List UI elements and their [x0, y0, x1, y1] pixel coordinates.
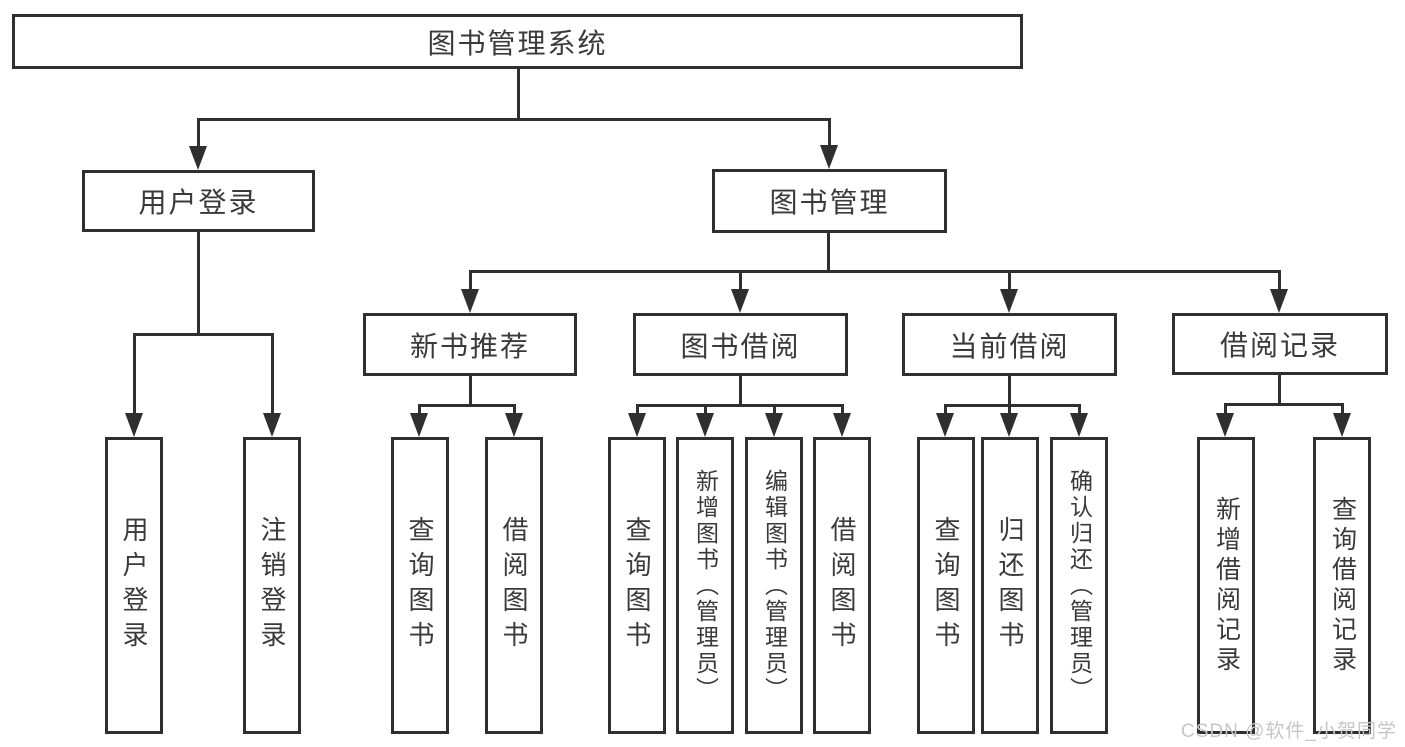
connector-current-borrow-branch — [944, 404, 1081, 407]
arrow-down-icon — [696, 413, 714, 437]
arrow-down-icon — [1333, 413, 1351, 437]
arrow-down-icon — [936, 413, 954, 437]
leaf-edit-book: 编辑图书（管理员） — [745, 437, 803, 734]
leaf-user-login-label: 用户登录 — [119, 515, 149, 656]
leaf-borrow-book-2: 借阅图书 — [813, 437, 871, 734]
leaf-confirm-return: 确认归还（管理员） — [1050, 437, 1108, 734]
node-book-mgmt: 图书管理 — [712, 169, 947, 233]
connector-book-mgmt-shaft-4 — [1278, 270, 1281, 292]
leaf-query-book-1: 查询图书 — [391, 437, 449, 734]
leaf-borrow-book-2-label: 借阅图书 — [827, 515, 857, 656]
node-root: 图书管理系统 — [12, 14, 1023, 69]
connector-new-book-rec-shaft-1 — [418, 404, 421, 416]
connector-borrow-records-branch — [1224, 403, 1344, 406]
connector-root-branch — [197, 118, 831, 121]
connector-new-book-rec-branch — [418, 404, 516, 407]
leaf-add-borrow-record: 新增借阅记录 — [1197, 437, 1255, 734]
arrow-down-icon — [833, 413, 851, 437]
arrow-down-icon — [125, 413, 143, 437]
node-user-login: 用户登录 — [82, 170, 315, 232]
arrow-down-icon — [505, 413, 523, 437]
connector-book-borrow-stem — [739, 376, 742, 407]
leaf-add-book-label: 新增图书（管理员） — [692, 468, 719, 703]
connector-user-login-stem — [197, 232, 200, 335]
connector-book-borrow-shaft-1 — [636, 404, 639, 416]
connector-root-right-shaft — [828, 118, 831, 148]
connector-new-book-rec-shaft-2 — [513, 404, 516, 416]
connector-book-mgmt-stem — [827, 233, 830, 273]
arrow-down-icon — [1000, 289, 1018, 313]
leaf-borrow-book-1-label: 借阅图书 — [499, 515, 529, 656]
node-user-login-label: 用户登录 — [138, 187, 259, 218]
node-root-label: 图书管理系统 — [427, 27, 608, 59]
leaf-return-book-label: 归还图书 — [995, 515, 1025, 656]
leaf-query-book-3-label: 查询图书 — [931, 515, 961, 656]
leaf-return-book: 归还图书 — [981, 437, 1039, 734]
arrow-down-icon — [263, 413, 281, 437]
connector-root-stem — [517, 69, 520, 120]
leaf-edit-book-label: 编辑图书（管理员） — [761, 468, 788, 703]
arrow-down-icon — [628, 413, 646, 437]
leaf-query-book-2-label: 查询图书 — [622, 515, 652, 656]
node-new-book-rec-label: 新书推荐 — [409, 330, 530, 362]
connector-current-borrow-shaft-3 — [1078, 404, 1081, 416]
connector-root-left-shaft — [197, 118, 200, 148]
connector-user-login-shaft-1 — [133, 333, 136, 415]
leaf-query-borrow-record-label: 查询借阅记录 — [1328, 495, 1357, 676]
leaf-borrow-book-1: 借阅图书 — [485, 437, 543, 734]
leaf-query-book-3: 查询图书 — [917, 437, 975, 734]
node-book-borrow: 图书借阅 — [633, 313, 848, 376]
connector-book-mgmt-shaft-3 — [1008, 270, 1011, 292]
connector-current-borrow-shaft-1 — [944, 404, 947, 416]
connector-book-borrow-shaft-2 — [704, 404, 707, 416]
node-borrow-records-label: 借阅记录 — [1219, 330, 1340, 361]
connector-current-borrow-stem — [1008, 376, 1011, 407]
leaf-add-book: 新增图书（管理员） — [676, 437, 734, 734]
leaf-user-login: 用户登录 — [105, 437, 163, 734]
leaf-add-borrow-record-label: 新增借阅记录 — [1212, 495, 1241, 676]
connector-book-borrow-shaft-3 — [773, 404, 776, 416]
arrow-down-icon — [1000, 413, 1018, 437]
leaf-logout-label: 注销登录 — [257, 515, 287, 656]
leaf-query-book-2: 查询图书 — [608, 437, 666, 734]
leaf-query-borrow-record: 查询借阅记录 — [1313, 437, 1371, 734]
arrow-down-icon — [820, 145, 838, 169]
node-book-mgmt-label: 图书管理 — [769, 187, 890, 218]
arrow-down-icon — [461, 289, 479, 313]
arrow-down-icon — [731, 289, 749, 313]
connector-current-borrow-shaft-2 — [1008, 404, 1011, 416]
arrow-down-icon — [1070, 413, 1088, 437]
leaf-query-book-1-label: 查询图书 — [405, 515, 435, 656]
arrow-down-icon — [410, 413, 428, 437]
leaf-logout: 注销登录 — [243, 437, 301, 734]
connector-borrow-records-shaft-1 — [1224, 403, 1227, 416]
arrow-down-icon — [1216, 413, 1234, 437]
connector-borrow-records-shaft-2 — [1341, 403, 1344, 416]
connector-user-login-shaft-2 — [271, 333, 274, 415]
connector-book-borrow-branch — [636, 404, 844, 407]
connector-borrow-records-stem — [1278, 375, 1281, 406]
connector-book-mgmt-shaft-2 — [739, 270, 742, 292]
csdn-watermark: CSDN @软件_小贺同学 — [1181, 721, 1397, 742]
connector-book-borrow-shaft-4 — [841, 404, 844, 416]
connector-new-book-rec-stem — [469, 376, 472, 407]
node-current-borrow-label: 当前借阅 — [949, 330, 1070, 362]
connector-book-mgmt-branch — [469, 270, 1281, 273]
node-book-borrow-label: 图书借阅 — [680, 330, 801, 362]
node-borrow-records: 借阅记录 — [1172, 313, 1388, 375]
node-new-book-rec: 新书推荐 — [363, 313, 577, 376]
connector-book-mgmt-shaft-1 — [469, 270, 472, 292]
arrow-down-icon — [1270, 289, 1288, 313]
connector-user-login-branch — [133, 333, 274, 336]
node-current-borrow: 当前借阅 — [902, 313, 1117, 376]
leaf-confirm-return-label: 确认归还（管理员） — [1066, 468, 1093, 703]
arrow-down-icon — [765, 413, 783, 437]
arrow-down-icon — [189, 146, 207, 170]
